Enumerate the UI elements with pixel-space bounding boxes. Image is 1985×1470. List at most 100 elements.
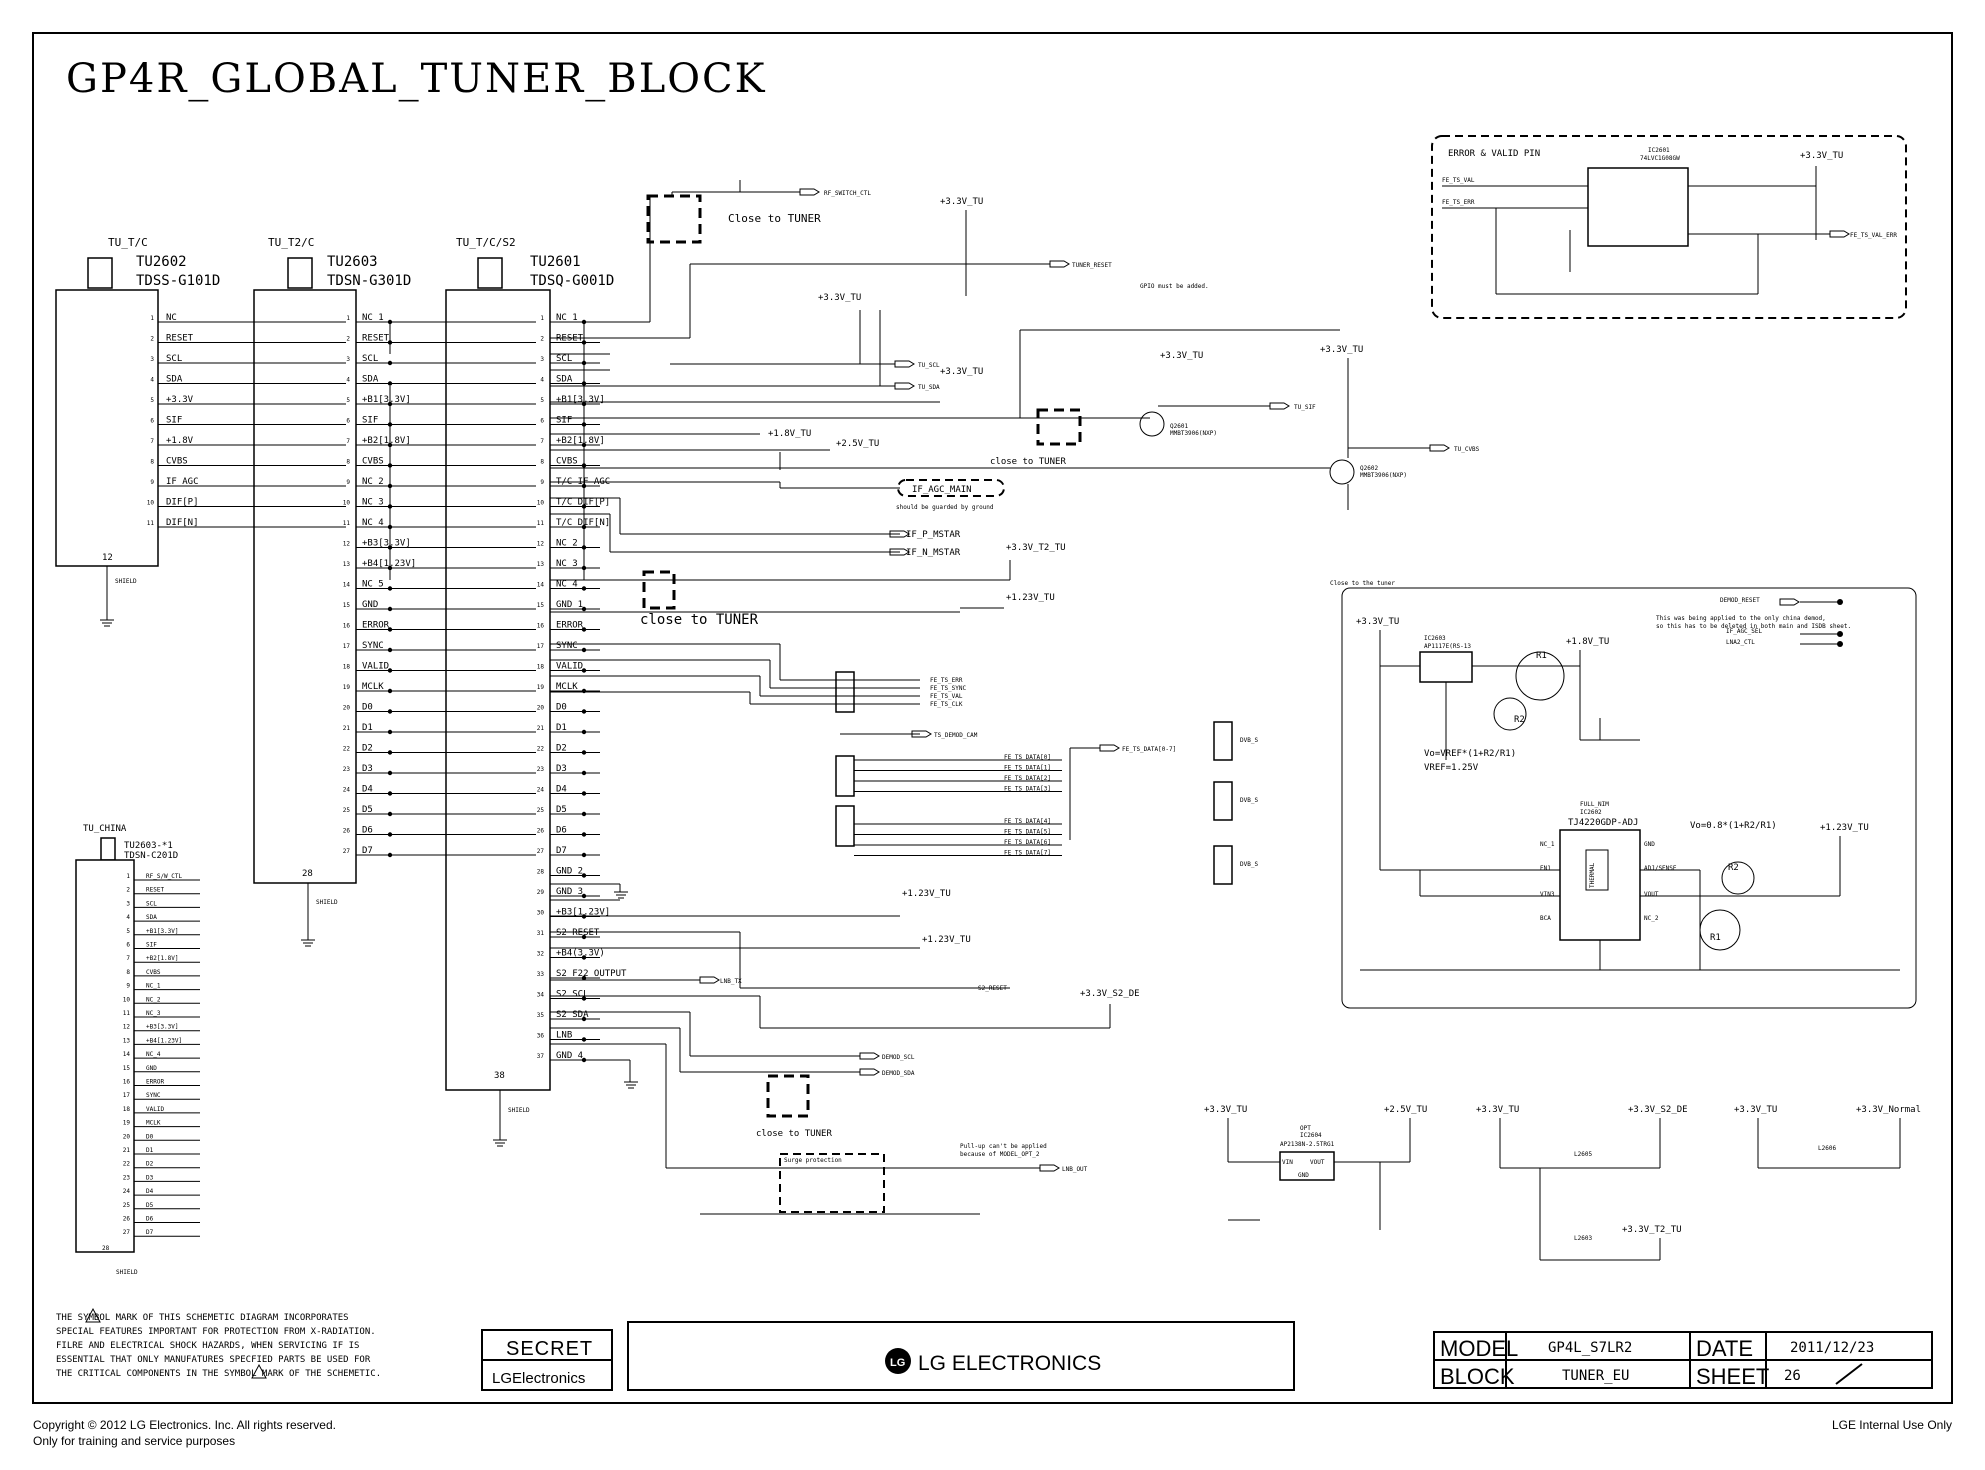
ground-icon — [301, 939, 315, 947]
tuner-pin-name: SCL — [146, 900, 157, 907]
ts-data-net-label: FE_TS_DATA[0] — [1004, 754, 1051, 761]
junction-dot — [581, 893, 587, 899]
junction-dot — [387, 750, 393, 755]
tuner-pin-number: 6 — [150, 418, 154, 425]
tuner-pin-name: ERROR — [362, 621, 390, 631]
ts-data-net-label: FE_TS_DATA[4] — [1004, 818, 1051, 825]
regulator-section: Close to the tuner DEMOD_RESET This was … — [1330, 580, 1917, 1009]
net-port-icon — [799, 188, 820, 196]
junction-dot — [581, 852, 587, 858]
tuner-pin-number: 1 — [540, 315, 544, 322]
tuner-pin-name: +B3[3.3V] — [362, 539, 411, 549]
tuner-pin-number: 12 — [343, 541, 351, 548]
net-port-icon — [1039, 1164, 1060, 1172]
net-label: FE_TS_CLK — [930, 701, 963, 708]
rail-label: +3.3V_T2_TU — [1006, 543, 1066, 553]
lg-logo-icon — [885, 1348, 911, 1374]
ic-pin-label: NC_1 — [1540, 841, 1555, 848]
rail-label: +3.3V_TU — [1476, 1105, 1519, 1115]
tuner-pin-number: 27 — [123, 1229, 131, 1236]
net-port-icon — [894, 360, 915, 368]
ic-ref: IC2604 — [1300, 1132, 1322, 1139]
net-label: FE_TS_VAL — [930, 693, 963, 700]
shield-label: SHIELD — [508, 1107, 530, 1114]
bottom-power-section: +3.3V_TU +2.5V_TU OPT IC2604 AP2138N-2.5… — [1204, 1105, 1921, 1261]
demod-note: so this has to be deleted in both main a… — [1656, 623, 1851, 630]
lg-small-label: LGElectronics — [492, 1370, 585, 1387]
close-to-tuner-box — [642, 570, 676, 610]
date-label: DATE — [1696, 1336, 1753, 1361]
ic-label-opt: OPT — [1300, 1125, 1311, 1132]
tuner-pin-name: NC_2 — [362, 477, 384, 487]
surge-note: Surge protection — [784, 1157, 842, 1164]
tuner-pin-number: 23 — [123, 1174, 131, 1181]
tuner-pin-name: CVBS — [362, 457, 384, 467]
tuner-pin-number: 5 — [540, 397, 544, 404]
tuner-pin-name: D2 — [362, 744, 373, 754]
guarded-note: should be guarded by ground — [896, 504, 994, 511]
ts-data-net-label: FE_TS_DATA[7] — [1004, 850, 1051, 857]
date-value: 2011/12/23 — [1790, 1340, 1874, 1356]
i2c-section: +3.3V_TU TU_SCL TU_SDA +3.3V_TU — [550, 293, 983, 403]
tuner-ref-label: TU2602 — [136, 254, 187, 270]
tuner-pin-number: 3 — [346, 356, 350, 363]
net-port-icon — [1779, 598, 1800, 606]
tuner-pin-number: 21 — [343, 725, 351, 732]
net-label: TU_SIF — [1294, 404, 1316, 411]
tuner-pin-name: NC_3 — [362, 498, 384, 508]
note-close-to-tuner: close to TUNER — [990, 457, 1066, 467]
note-close-to-tuner: close to TUNER — [756, 1129, 832, 1139]
section-label: Close to the tuner — [1330, 580, 1395, 587]
net-label: DEMOD_RESET — [1720, 597, 1760, 604]
tuner-pin-name: NC — [166, 313, 177, 323]
ts-data-net-label: FE_TS_DATA[6] — [1004, 839, 1051, 846]
tuner-pin-name: MCLK — [362, 682, 384, 692]
label-dvbs: DVB_S — [1240, 797, 1258, 804]
tuner-pin-number: 17 — [537, 643, 545, 650]
tuner-pin-name: RESET — [166, 334, 194, 344]
gpio-note: GPIO must be added. — [1140, 283, 1209, 290]
rail-label: +3.3V_TU — [1204, 1105, 1247, 1115]
tuner-pin-number: 25 — [537, 807, 545, 814]
ground-icon — [493, 1139, 507, 1147]
tuner-pin-name: D4 — [146, 1188, 154, 1195]
tuner-pin-number: 26 — [343, 828, 351, 835]
tuner-pin-number: 10 — [147, 500, 155, 507]
pullup-note: because of MODEL_OPT_2 — [960, 1151, 1040, 1158]
net-label: FE_TS_ERR — [930, 677, 963, 684]
tuner-pin-number: 4 — [346, 377, 350, 384]
tuner-pin-number: 2 — [126, 887, 130, 894]
tuner-pin-name: ERROR — [556, 621, 584, 631]
demod-note: This was being applied to the only china… — [1656, 615, 1826, 622]
tuner-pin-number: 30 — [537, 910, 545, 917]
rail-label: +3.3V_TU — [1320, 345, 1363, 355]
tuner-pin-number: 34 — [537, 992, 545, 999]
regulator-box — [1341, 587, 1917, 1009]
resistor-array-icon — [1213, 721, 1233, 761]
ic-pin-label: VIN — [1282, 1159, 1293, 1166]
tuner-pin-name: NC_3 — [556, 559, 578, 569]
junction-dot — [387, 360, 393, 366]
ic-pin-label: GND — [1644, 841, 1655, 848]
net-label: RF_SWITCH_CTL — [824, 190, 871, 197]
reset-section: +3.3V_TU TUNER_RESET GPIO must be added. — [550, 197, 1209, 339]
tuner-tu2603-body — [253, 289, 357, 884]
tuner-pin-number: 35 — [537, 1012, 545, 1019]
tuner-pin-name: GND_4 — [556, 1051, 583, 1061]
tuner-pin-name: D7 — [362, 846, 373, 856]
junction-dot — [387, 832, 393, 837]
tuner-pin-number: 26 — [123, 1216, 131, 1223]
junction-dot — [387, 381, 393, 386]
tuner-pin-number: 4 — [540, 377, 544, 384]
net-port-icon — [894, 382, 915, 390]
transistor-ref: Q2602 — [1360, 465, 1378, 472]
warning-triangle-icon — [251, 1363, 267, 1379]
tuner-pin-number: 24 — [123, 1188, 131, 1195]
tuner-pin-name: D1 — [556, 723, 567, 733]
junction-dot — [387, 586, 393, 591]
error-valid-section: ERROR & VALID PIN +3.3V_TU IC2601 74LVC1… — [1431, 135, 1907, 319]
note-close-to-tuner: close to TUNER — [640, 612, 759, 628]
tuner-tu2601-header: TU_T/C/S2 TU2601 TDSQ-G001D — [456, 236, 614, 289]
cvbs-buffer-section: +3.3V_TU TU_CVBS Q2602 MMBT3906(NXP) — [550, 345, 1480, 510]
tuner-pin-number: 1 — [126, 873, 130, 880]
